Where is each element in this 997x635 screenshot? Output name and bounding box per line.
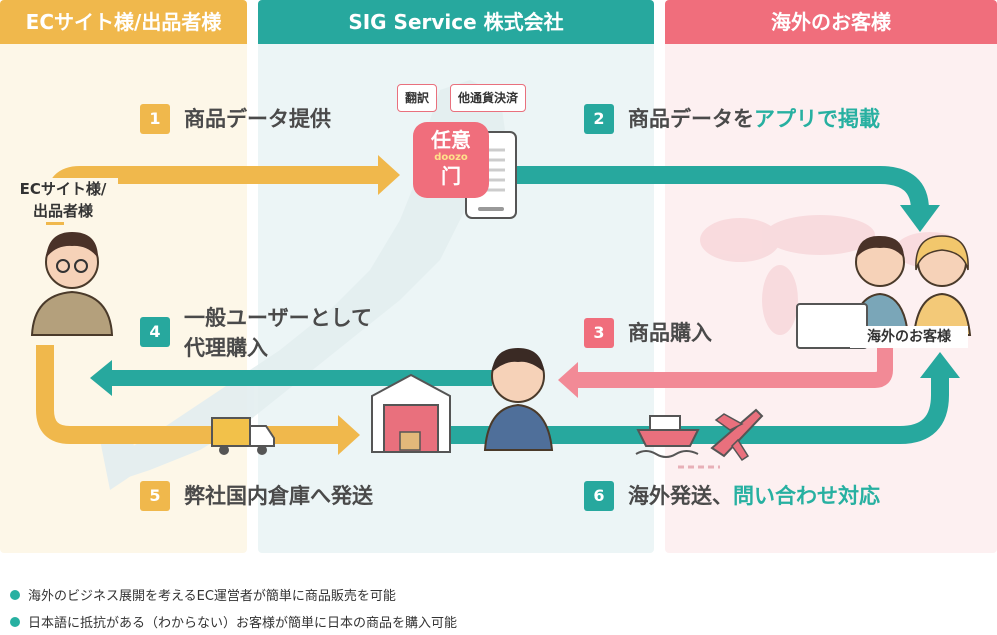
app-logo-line1: 任意 xyxy=(431,128,471,152)
customer-column-header: 海外のお客様 xyxy=(665,0,997,44)
step-6-text-plain: 海外発送、 xyxy=(628,484,733,508)
app-logo-text: 任意 doozo 门 xyxy=(413,128,489,188)
bullet-item: 日本語に抵抗がある（わからない）お客様が簡単に日本の商品を購入可能 xyxy=(10,612,457,631)
bullet-dot-icon xyxy=(10,589,20,600)
step-5: 5 弊社国内倉庫へ発送 xyxy=(140,481,373,511)
app-logo-line2: 门 xyxy=(441,164,461,188)
step-4-line2: 代理購入 xyxy=(184,336,268,360)
app-logo-icon xyxy=(413,122,489,198)
bullet-text: 日本語に抵抗がある（わからない）お客様が簡単に日本の商品を購入可能 xyxy=(28,616,458,631)
sig-column-header: SIG Service 株式会社 xyxy=(258,0,654,44)
app-logo-brand: doozo xyxy=(434,152,468,163)
step-2-text: 商品データをアプリで掲載 xyxy=(628,104,880,134)
step-4-number: 4 xyxy=(140,317,170,347)
seller-avatar-icon xyxy=(30,232,114,336)
step-5-text: 弊社国内倉庫へ発送 xyxy=(184,484,373,508)
step-2: 2 商品データをアプリで掲載 xyxy=(584,104,880,134)
step-2-text-highlight: アプリで掲載 xyxy=(754,107,880,131)
step-2-number: 2 xyxy=(584,104,614,134)
bullet-dot-icon xyxy=(10,616,20,627)
step-3-number: 3 xyxy=(584,318,614,348)
customer-avatars-icon xyxy=(796,235,972,349)
step-2-text-plain: 商品データを xyxy=(628,107,754,131)
step-3: 3 商品購入 xyxy=(584,318,712,348)
step-6-number: 6 xyxy=(584,481,614,511)
arrow-step2 xyxy=(515,166,929,211)
arrow-step3 xyxy=(575,345,893,388)
arrow-step5 xyxy=(36,345,340,444)
step-5-number: 5 xyxy=(140,481,170,511)
seller-label-line2: 出品者様 xyxy=(32,202,93,220)
customer-label: 海外のお客様 xyxy=(850,326,968,348)
ship-icon xyxy=(635,415,700,458)
warehouse-icon xyxy=(371,373,451,453)
step-4-text: 一般ユーザーとして 代理購入 xyxy=(184,303,372,363)
step-1-number: 1 xyxy=(140,104,170,134)
truck-icon xyxy=(211,417,275,455)
world-map-icon xyxy=(700,215,965,335)
step-6-text: 海外発送、問い合わせ対応 xyxy=(628,481,880,511)
bullet-item: 海外のビジネス展開を考えるEC運営者が簡単に商品販売を可能 xyxy=(10,585,396,604)
step-6: 6 海外発送、問い合わせ対応 xyxy=(584,481,880,511)
airplane-icon xyxy=(710,408,764,462)
bullet-text: 海外のビジネス展開を考えるEC運営者が簡単に商品販売を可能 xyxy=(28,589,396,604)
step-4-line1: 一般ユーザーとして xyxy=(184,306,372,330)
translate-tag: 翻訳 xyxy=(397,84,438,112)
seller-label-line1: ECサイト様/ xyxy=(19,180,107,198)
operator-avatar-icon xyxy=(483,348,554,451)
step-6-text-highlight: 問い合わせ対応 xyxy=(733,484,880,508)
payment-tag: 他通貨決済 xyxy=(450,84,527,112)
step-3-text: 商品購入 xyxy=(628,321,712,345)
step-1-text: 商品データ提供 xyxy=(184,107,331,131)
arrow-step6 xyxy=(450,375,949,444)
step-4: 4 一般ユーザーとして 代理購入 xyxy=(140,303,372,363)
seller-label: ECサイト様/ 出品者様 xyxy=(8,178,118,222)
seller-column-header: ECサイト様/出品者様 xyxy=(0,0,247,44)
step-1: 1 商品データ提供 xyxy=(140,104,331,134)
